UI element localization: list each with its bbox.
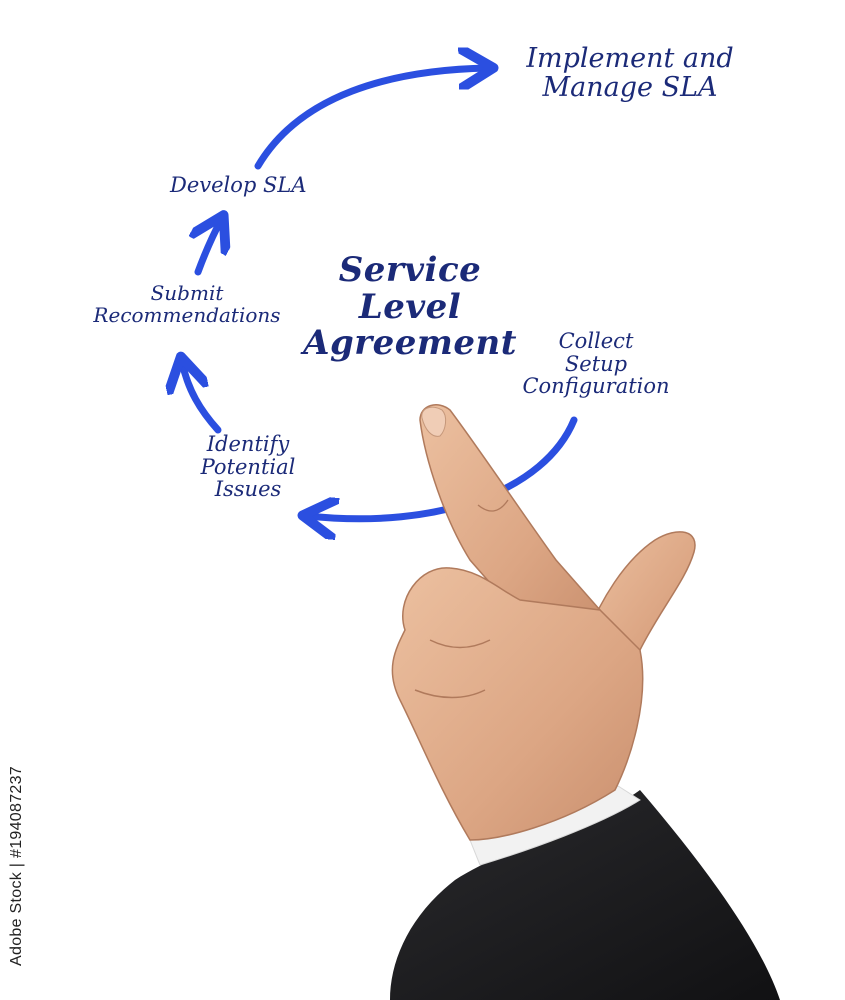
knuckle-crease	[429, 639, 491, 649]
node-identify-potential-issues: Identify Potential Issues	[200, 432, 296, 502]
stock-watermark: Adobe Stock | #194087237	[8, 766, 25, 966]
arrow-submit-to-develop	[198, 220, 221, 276]
fist	[391, 567, 644, 841]
node-develop-sla: Develop SLA	[170, 173, 307, 197]
knuckle-crease	[414, 689, 486, 699]
node-implement-and-manage-sla: Implement and Manage SLA	[526, 43, 734, 104]
node-collect-setup-configuration: Collect Setup Configuration	[522, 329, 670, 399]
arrow-identify-to-submit	[182, 362, 222, 434]
suit-sleeve	[390, 790, 780, 1000]
finger-joint-crease	[477, 499, 509, 512]
index-finger	[419, 404, 602, 641]
arrow-develop-to-implement	[254, 68, 488, 170]
node-submit-recommendations: Submit Recommendations	[93, 281, 281, 327]
fingernail	[421, 406, 447, 437]
diagram-title: Service Level Agreement	[303, 250, 517, 364]
